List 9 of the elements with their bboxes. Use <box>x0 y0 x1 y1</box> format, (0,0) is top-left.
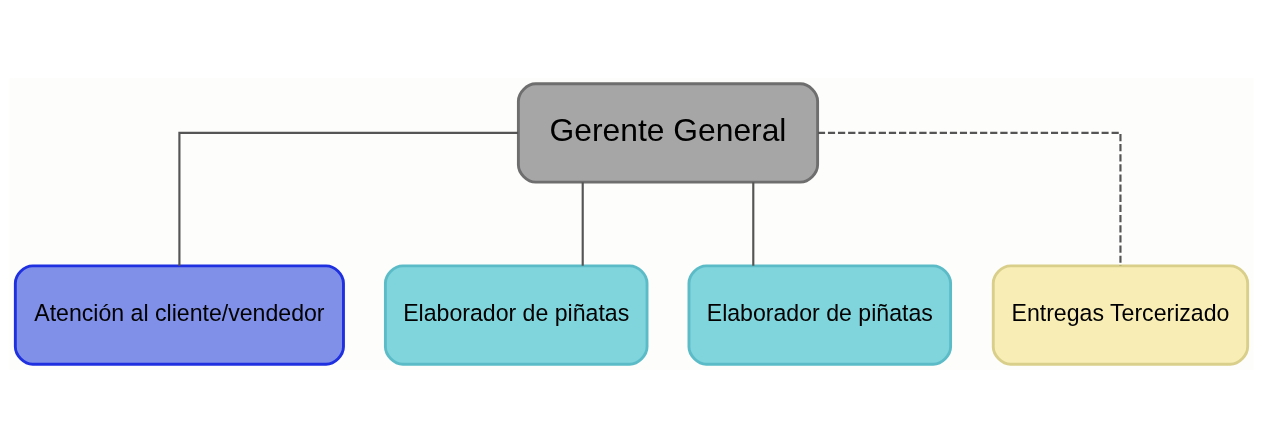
connector <box>818 131 1122 266</box>
connector <box>178 131 519 266</box>
node-box: Entregas Tercerizado <box>991 264 1250 366</box>
node-box: Atención al cliente/vendedor <box>13 264 345 366</box>
connector <box>752 182 755 266</box>
node-box: Gerente General <box>516 82 820 184</box>
connector <box>581 182 584 266</box>
node-box: Elaborador de piñatas <box>687 264 953 366</box>
node-box: Elaborador de piñatas <box>383 264 649 366</box>
